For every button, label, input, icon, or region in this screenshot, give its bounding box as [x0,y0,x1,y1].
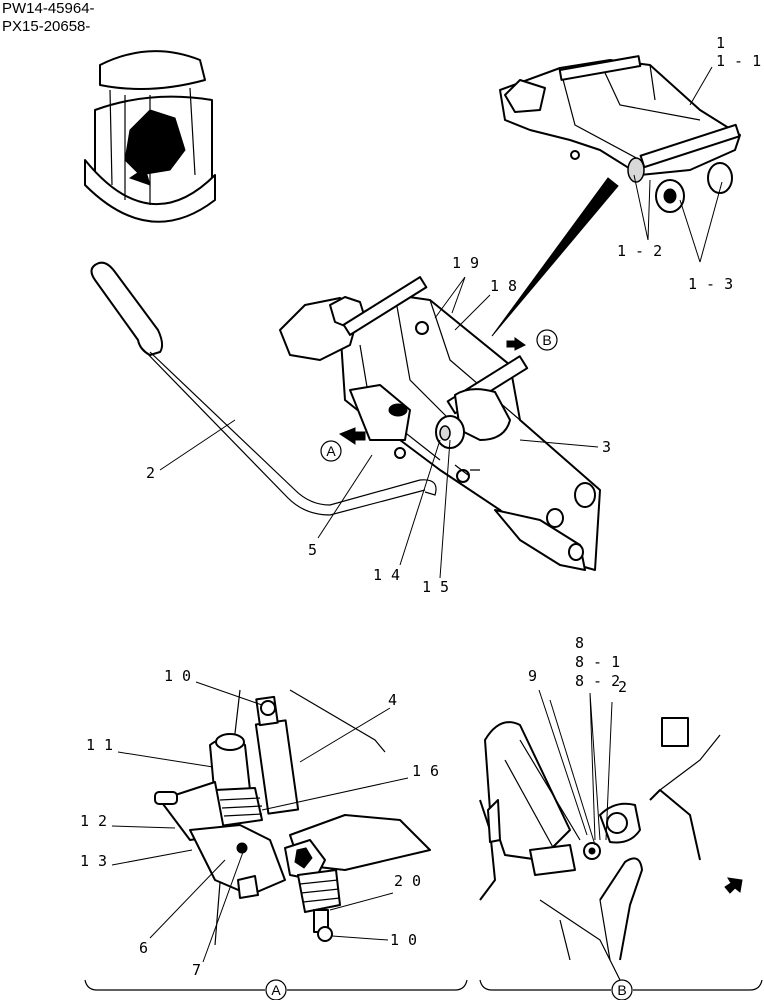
callout-10-bottom: 1 0 [390,931,417,949]
cab-locator-thumbnail [84,50,216,223]
detail-view-a [154,689,431,946]
view-b-marker [536,329,558,351]
callout-labels: 1 1 - 1 1 - 2 1 - 3 2 3 5 1 4 1 5 1 8 1 … [80,34,761,979]
view-b-marker-label: B [542,332,551,348]
view-b-bracket [479,979,763,991]
direction-arrow-icon [724,877,743,894]
callout-8-2: 8 - 2 [575,672,620,690]
callout-12: 1 2 [80,812,107,830]
leader-lines [111,66,723,963]
callout-1-3: 1 - 3 [688,275,733,293]
callout-13: 1 3 [80,852,107,870]
callout-1-2: 1 - 2 [617,242,662,260]
callout-1: 1 [716,34,725,52]
serial-number-2: PX15-20658- [2,18,91,35]
callout-8-1: 8 - 1 [575,653,620,671]
callout-2: 2 [146,464,155,482]
view-a-bracket-marker [265,979,287,1000]
callout-18: 1 8 [490,277,517,295]
main-bracket-assembly [279,276,601,571]
callout-3: 3 [602,438,611,456]
view-a-bracket-label: A [271,982,281,998]
view-b-arrow [506,337,526,351]
view-a-marker [320,440,342,462]
view-a-bracket [84,979,468,991]
view-a-marker-label: A [326,443,336,459]
view-b-bracket-label: B [617,982,626,998]
callout-11: 1 1 [86,736,113,754]
detail-pointer-wedge [491,177,619,337]
callout-14: 1 4 [373,566,400,584]
callout-4: 4 [388,691,397,709]
callout-1-1: 1 - 1 [716,52,761,70]
callout-19: 1 9 [452,254,479,272]
callout-20: 2 0 [394,872,421,890]
console-bracket-assembly [499,55,741,213]
view-b-bracket-marker [611,979,633,1000]
callout-7: 7 [192,961,201,979]
callout-6: 6 [139,939,148,957]
callout-10-top: 1 0 [164,667,191,685]
lever-rod [90,261,437,516]
callout-15: 1 5 [422,578,449,596]
callout-2-detail: 2 [618,678,627,696]
callout-9: 9 [528,667,537,685]
callout-8: 8 [575,634,584,652]
callout-16: 1 6 [412,762,439,780]
view-a-arrow [338,427,366,445]
detail-view-b [479,717,743,981]
callout-5: 5 [308,541,317,559]
serial-number-1: PW14-45964- [2,0,95,17]
